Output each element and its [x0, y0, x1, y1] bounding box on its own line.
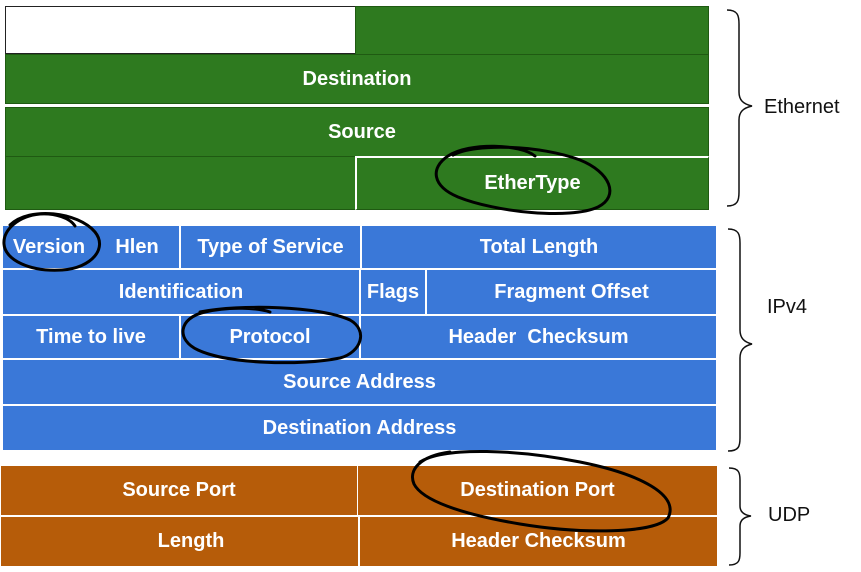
ethernet-ethertype-field: EtherType — [355, 156, 709, 210]
ethernet-source-field: Source — [5, 107, 709, 157]
highlight-circles — [2, 144, 672, 533]
ipv4-header-checksum-field: Header Checksum — [360, 315, 717, 359]
ethernet-source-label: Source — [328, 120, 396, 143]
ipv4-ttl-field: Time to live — [2, 315, 180, 359]
bracket-lines — [726, 9, 753, 566]
ipv4-hlen-label: Hlen — [115, 235, 159, 258]
ethernet-source-lower-cell — [5, 156, 356, 210]
ipv4-flags-field: Flags — [360, 269, 426, 315]
ipv4-destination-address-label: Destination Address — [262, 416, 457, 439]
ipv4-header-checksum-label: Header Checksum — [448, 325, 629, 348]
ethernet-empty-cell — [5, 6, 356, 54]
ipv4-fragment-offset-label: Fragment Offset — [494, 280, 649, 303]
ipv4-section-label: IPv4 — [767, 296, 808, 318]
ipv4-protocol-label: Protocol — [229, 325, 311, 348]
destination-port-circle — [411, 449, 672, 533]
ipv4-tos-field: Type of Service — [180, 225, 361, 269]
ethernet-ethertype-label: EtherType — [484, 172, 581, 194]
ethernet-destination-label: Destination — [302, 67, 412, 90]
ipv4-protocol-field: Protocol — [180, 315, 360, 359]
ipv4-version-field: Version — [2, 225, 96, 269]
ethernet-destination-field: Destination — [5, 54, 709, 104]
udp-length-field: Length — [0, 516, 382, 567]
ipv4-tos-label: Type of Service — [197, 235, 344, 258]
ethertype-circle — [434, 144, 612, 215]
udp-length-label: Length — [157, 530, 225, 552]
ipv4-identification-label: Identification — [118, 280, 244, 303]
ipv4-ttl-label: Time to live — [36, 325, 146, 348]
ipv4-identification-field: Identification — [2, 269, 360, 315]
ethernet-section-label: Ethernet — [764, 96, 840, 118]
ipv4-flags-label: Flags — [366, 280, 420, 303]
ipv4-destination-address-field: Destination Address — [2, 405, 717, 451]
udp-section-label: UDP — [768, 504, 811, 526]
ethernet-top-right-cell — [355, 6, 709, 55]
protocol-circle — [181, 305, 362, 365]
ipv4-total-length-label: Total Length — [479, 235, 599, 258]
ipv4-source-address-field: Source Address — [2, 359, 717, 405]
udp-header-checksum-label: Header Checksum — [451, 530, 626, 552]
ipv4-brace — [727, 228, 753, 452]
ipv4-total-length-field: Total Length — [361, 225, 717, 269]
ipv4-fragment-offset-field: Fragment Offset — [426, 269, 717, 315]
ipv4-source-address-label: Source Address — [283, 370, 436, 393]
ethernet-brace — [726, 9, 753, 207]
udp-brace — [728, 467, 752, 566]
ipv4-hlen-field: Hlen — [95, 225, 180, 269]
version-circle — [2, 212, 102, 272]
udp-source-port-label: Source Port — [122, 479, 236, 501]
ipv4-version-label: Version — [12, 235, 86, 258]
udp-destination-port-label: Destination Port — [460, 479, 615, 501]
udp-source-port-field: Source Port — [0, 465, 358, 516]
